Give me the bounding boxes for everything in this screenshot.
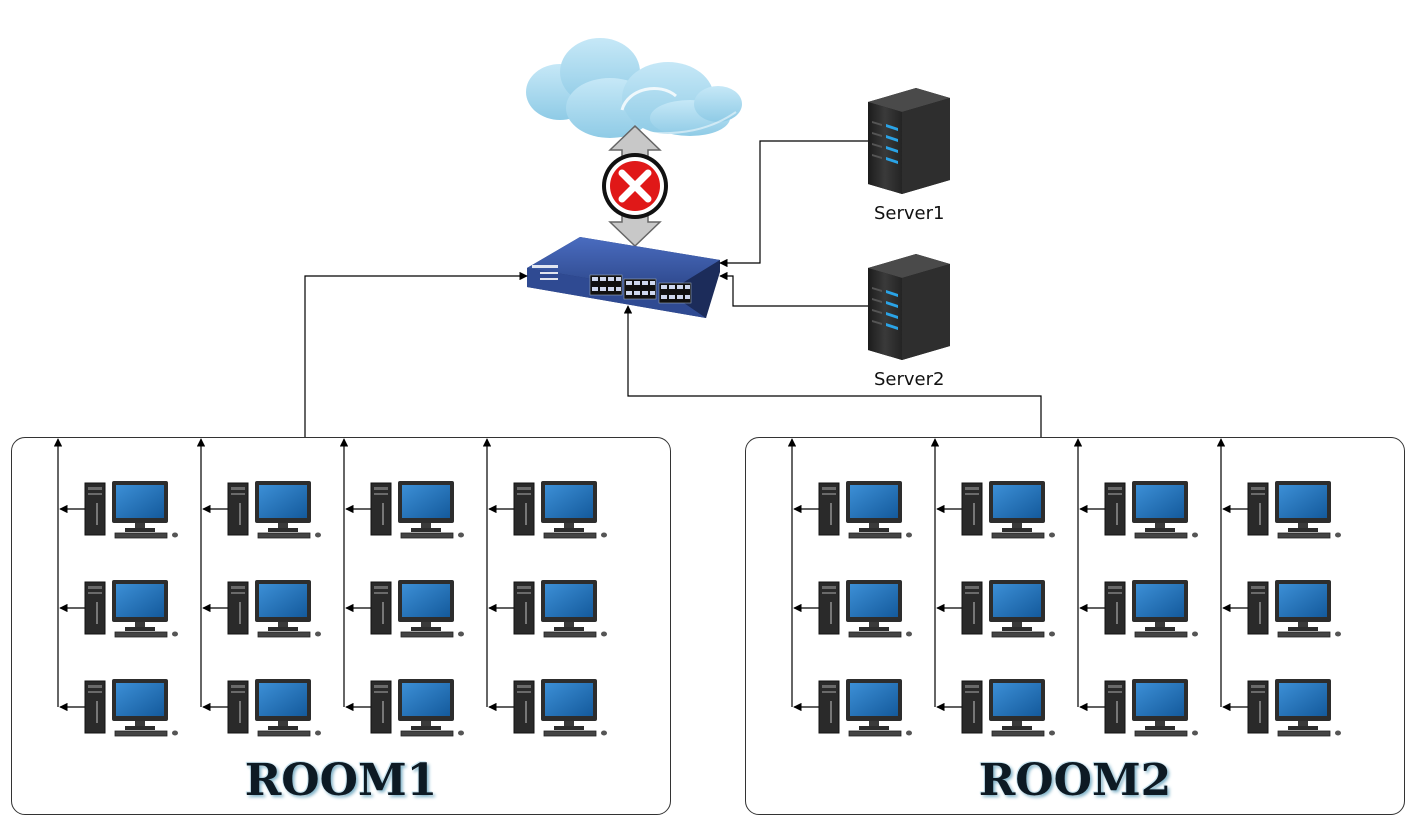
cloud-icon bbox=[526, 38, 742, 138]
workstation-icon bbox=[227, 678, 322, 737]
server2-label: Server2 bbox=[874, 369, 945, 390]
workstation-icon bbox=[1104, 579, 1199, 638]
workstation-icon bbox=[370, 678, 465, 737]
workstation-icon bbox=[513, 579, 608, 638]
workstation-icon bbox=[513, 480, 608, 539]
blocked-x-icon bbox=[602, 153, 668, 219]
workstation-icon bbox=[1247, 480, 1342, 539]
workstation-icon bbox=[370, 480, 465, 539]
workstation-icon bbox=[227, 480, 322, 539]
workstation-icon bbox=[513, 678, 608, 737]
workstation-icon bbox=[961, 579, 1056, 638]
workstation-icon bbox=[961, 480, 1056, 539]
room2-uplink-connector bbox=[623, 305, 1042, 437]
workstation-icon bbox=[818, 480, 913, 539]
workstation-icon bbox=[370, 579, 465, 638]
workstation-icon bbox=[84, 579, 179, 638]
workstation-icon bbox=[818, 678, 913, 737]
server1-label: Server1 bbox=[874, 203, 945, 224]
workstation-icon bbox=[84, 678, 179, 737]
server1-connector bbox=[719, 140, 868, 268]
workstation-icon bbox=[1247, 678, 1342, 737]
server2-connector bbox=[719, 271, 868, 307]
workstation-icon bbox=[1247, 579, 1342, 638]
room2-box: ROOM2 bbox=[745, 437, 1405, 815]
workstation-icon bbox=[961, 678, 1056, 737]
server2-icon bbox=[868, 254, 950, 360]
workstation-icon bbox=[1104, 678, 1199, 737]
room1-label: ROOM1 bbox=[244, 755, 438, 806]
workstation-icon bbox=[227, 579, 322, 638]
room2-label: ROOM2 bbox=[978, 755, 1172, 806]
workstation-icon bbox=[84, 480, 179, 539]
room1-uplink-connector bbox=[304, 271, 528, 437]
workstation-icon bbox=[818, 579, 913, 638]
network-switch-icon bbox=[527, 237, 720, 318]
workstation-icon bbox=[1104, 480, 1199, 539]
room-workstations bbox=[53, 438, 1342, 737]
server1-icon bbox=[868, 88, 950, 194]
